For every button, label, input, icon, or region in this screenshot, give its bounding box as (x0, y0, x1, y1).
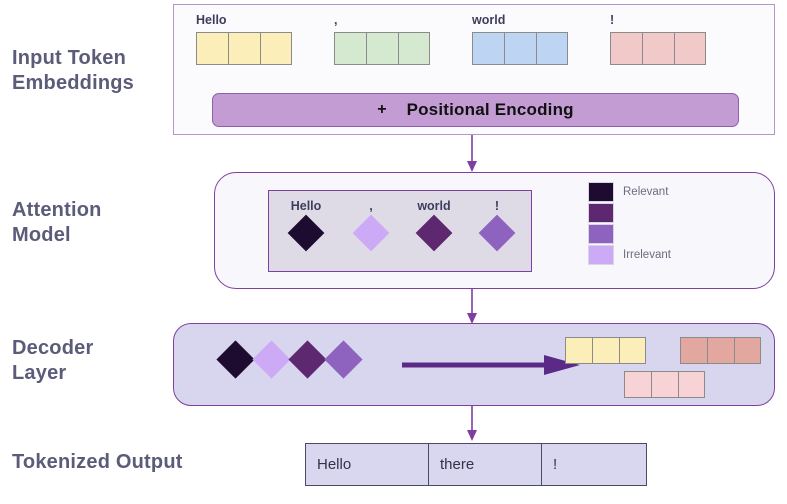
embedding-token-label: Hello (196, 13, 227, 27)
legend-row-irrelevant: Irrelevant (588, 244, 671, 265)
tokenized-output-table: Hello there ! (305, 443, 647, 486)
row-label-decoder-layer: Decoder Layer (12, 337, 94, 384)
output-token-cell: ! (542, 444, 646, 485)
embedding-cell (196, 32, 228, 65)
attention-token-label: world (417, 199, 451, 213)
attention-legend: Relevant Irrelevant (588, 181, 671, 265)
embedding-cell (642, 32, 674, 65)
legend-row-3 (588, 223, 671, 244)
arrow-down-icon (467, 135, 477, 172)
embedding-token-label: , (334, 13, 338, 27)
arrow-down-icon (467, 406, 477, 441)
connector-arrow-input-to-attention (464, 135, 480, 178)
attention-token-world: world (401, 199, 467, 252)
decoder-diamond-irrelevant (252, 340, 291, 379)
embedding-cell (334, 32, 366, 65)
connector-arrow-decoder-to-output (464, 406, 480, 447)
row-label-attention-model: Attention Model (12, 199, 102, 246)
embedding-cell (536, 32, 568, 65)
embedding-cells (610, 32, 706, 65)
legend-row-2 (588, 202, 671, 223)
legend-swatch-irrelevant (588, 244, 614, 265)
attention-diamond-irrelevant (352, 214, 390, 252)
decoder-output-cell (707, 337, 734, 364)
output-token-cell: Hello (306, 444, 429, 485)
row-label-input-token-embeddings: Input Token Embeddings (12, 47, 135, 94)
positional-encoding-bar: + Positional Encoding (212, 93, 739, 127)
attention-token-label: Hello (290, 199, 322, 213)
attention-token-hello: Hello (273, 199, 339, 252)
decoder-layer-panel (173, 323, 775, 406)
embedding-cell (260, 32, 292, 65)
legend-swatch-relevant (588, 181, 614, 202)
embedding-cells (472, 32, 568, 65)
embedding-group-world: world (472, 13, 568, 65)
attention-diamond-mid (478, 214, 516, 252)
attention-token-label: ! (494, 199, 500, 213)
legend-swatch-dark-purple (588, 202, 614, 223)
embedding-group-comma: , (334, 13, 430, 65)
attention-token-label: , (369, 199, 373, 213)
embedding-cells (196, 32, 292, 65)
decoder-output-cell (619, 337, 646, 364)
decoder-diamond-relevant (216, 340, 255, 379)
embedding-cell (398, 32, 430, 65)
embedding-group-hello: Hello (196, 13, 292, 65)
decoder-diamonds (216, 340, 363, 379)
legend-label-relevant: Relevant (623, 185, 669, 198)
positional-encoding-label: Positional Encoding (406, 100, 574, 119)
legend-swatch-mid-purple (588, 223, 614, 244)
decoder-output-cell (565, 337, 592, 364)
embedding-token-label: ! (610, 13, 615, 27)
embedding-cell (366, 32, 398, 65)
embedding-cell (228, 32, 260, 65)
row-label-tokenized-output: Tokenized Output (12, 451, 183, 473)
attention-token-comma: , (338, 199, 404, 252)
decoder-diamond-dark-purple (288, 340, 327, 379)
decoder-output-cell (592, 337, 619, 364)
attention-model-panel: Hello , world ! (214, 172, 775, 289)
decoder-right-arrow-icon (402, 355, 580, 375)
arrow-down-icon (467, 289, 477, 324)
decoder-output-block-yellow (565, 337, 646, 364)
embedding-cell (610, 32, 642, 65)
plus-icon: + (377, 101, 387, 118)
legend-row-relevant: Relevant (588, 181, 671, 202)
connector-arrow-attention-to-decoder (464, 289, 480, 330)
embedding-token-label: world (472, 13, 506, 27)
attention-token-exclamation: ! (464, 199, 530, 252)
embedding-cell (674, 32, 706, 65)
attention-token-grid: Hello , world ! (268, 190, 532, 272)
decoder-output-cell (651, 371, 678, 398)
output-token-cell: there (429, 444, 542, 485)
embedding-group-exclamation: ! (610, 13, 706, 65)
decoder-output-cell (624, 371, 651, 398)
decoder-output-cell (680, 337, 707, 364)
attention-diamond-relevant (415, 214, 453, 252)
decoder-diamond-mid-purple (324, 340, 363, 379)
legend-label-irrelevant: Irrelevant (623, 248, 671, 261)
embedding-cell (504, 32, 536, 65)
decoder-output-block-pink (624, 371, 705, 398)
attention-diamond-relevant (287, 214, 325, 252)
decoder-output-cell (734, 337, 761, 364)
decoder-output-cell (678, 371, 705, 398)
embedding-cells (334, 32, 430, 65)
input-token-embeddings-panel: Hello , world ! (173, 4, 775, 135)
embedding-cell (472, 32, 504, 65)
decoder-output-block-salmon (680, 337, 761, 364)
